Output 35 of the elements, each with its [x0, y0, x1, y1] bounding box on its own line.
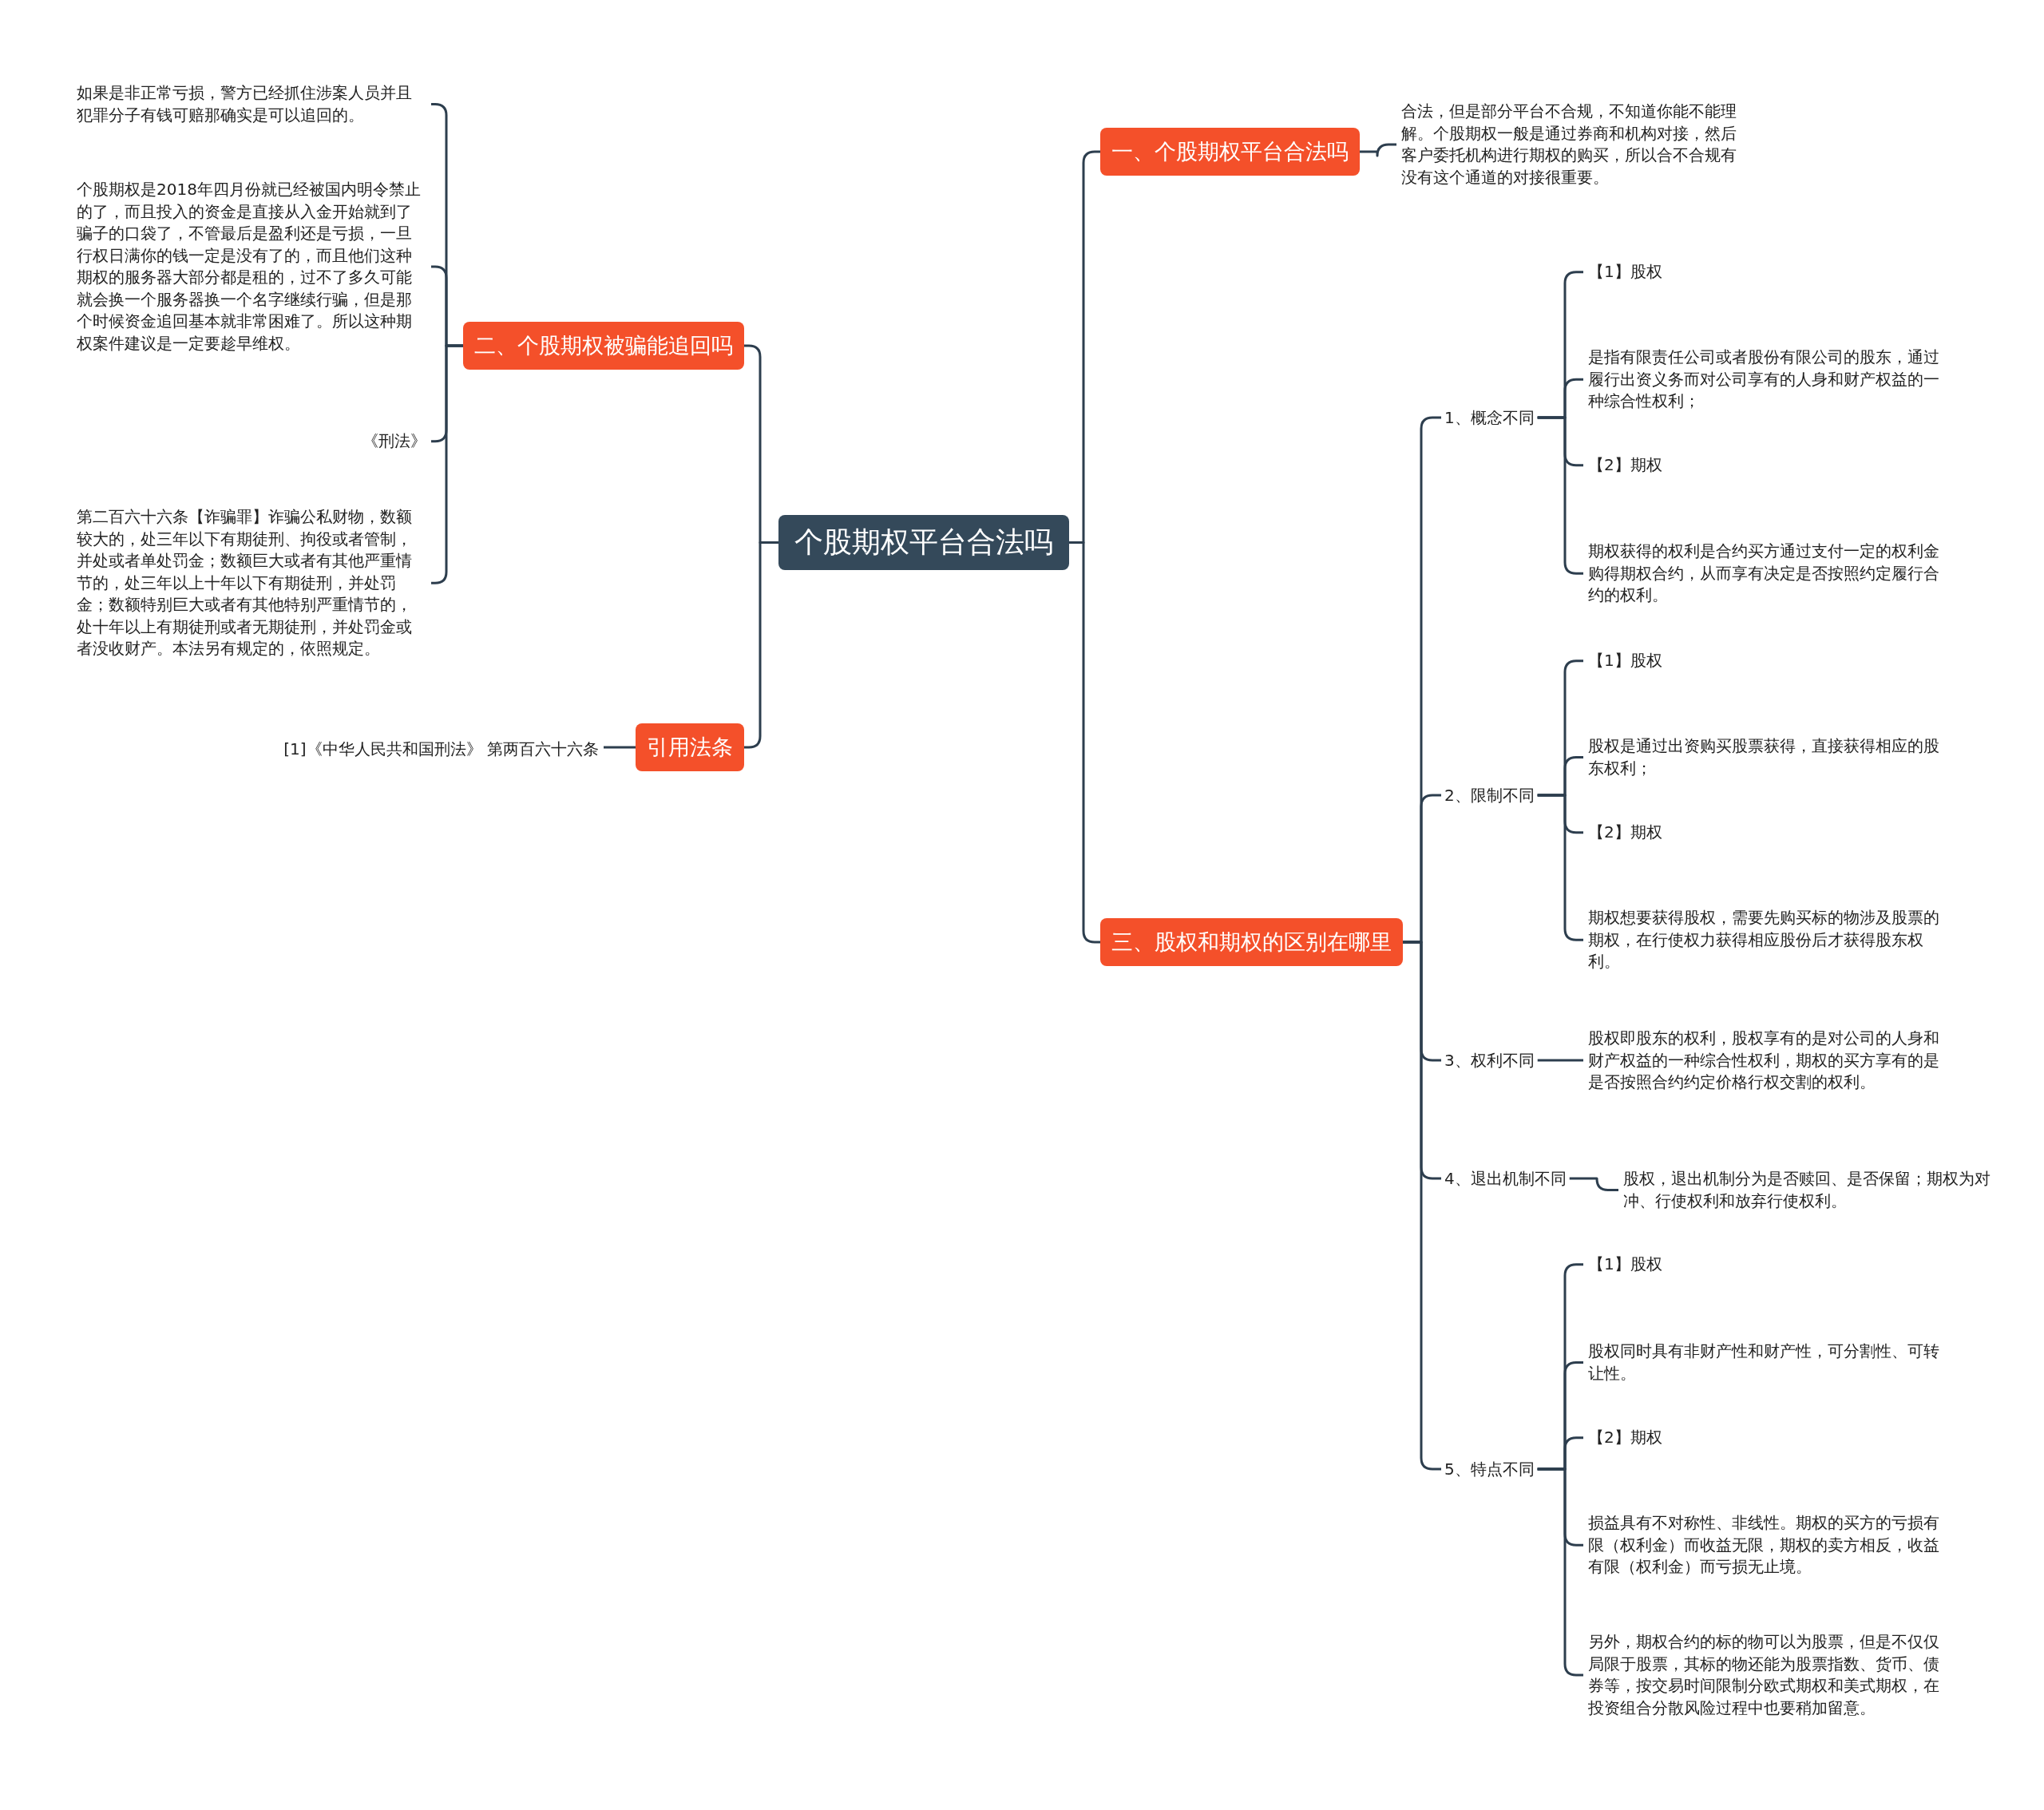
note-text: 【2】期权 [1583, 822, 1951, 844]
subtopic-label: 5、特点不同 [1441, 1458, 1538, 1480]
note-text: 【2】期权 [1583, 1427, 1951, 1449]
connector-line [1569, 1177, 1618, 1191]
note-text: 《刑法》 [72, 430, 431, 453]
branch-topic: 三、股权和期权的区别在哪里 [1100, 918, 1403, 966]
connector-line [1360, 143, 1396, 157]
note-text: 另外，期权合约的标的物可以为股票，但是不仅仅局限于股票，其标的物还能为股票指数、货币、债券等，按交易时间限制分欧式期权和美式期权，在投资组合分散风险过程中也要稍加留意。 [1583, 1631, 1951, 1719]
note-text: 【1】股权 [1583, 261, 1951, 283]
subtopic-label: 4、退出机制不同 [1441, 1167, 1570, 1190]
note-text: 【2】期权 [1583, 454, 1951, 477]
note-text: 【1】股权 [1583, 1254, 1951, 1276]
central-topic: 个股期权平台合法吗 [778, 515, 1069, 570]
branch-topic: 二、个股期权被骗能追回吗 [463, 322, 744, 370]
subtopic-label: 2、限制不同 [1441, 784, 1538, 806]
branch-topic: 一、个股期权平台合法吗 [1100, 128, 1360, 176]
subtopic-label: 1、概念不同 [1441, 406, 1538, 429]
note-text: 股权，退出机制分为是否赎回、是否保留；期权为对冲、行使权利和放弃行使权利。 [1618, 1168, 2018, 1212]
note-text: [1]《中华人民共和国刑法》 第两百六十六条 [279, 739, 604, 761]
branch-topic: 引用法条 [636, 723, 744, 771]
note-text: 第二百六十六条【诈骗罪】诈骗公私财物，数额较大的，处三年以下有期徒刑、拘役或者管制，并处或者单处罚金；数额巨大或者有其他严重情节的，处三年以上十年以下有期徒刑，并处罚金；数额特别巨大或者有其他特别严重情节的，处十年以上有期徒刑或者无期徒刑，并处罚金或者没收财产。本法另有规定的，依照规定。 [72, 506, 431, 660]
note-text: 个股期权是2018年四月份就已经被国内明令禁止的了，而且投入的资金是直接从入金开始就到了骗子的口袋了，不管最后是盈利还是亏损，一旦行权日满你的钱一定是没有了的，而且他们这种期权的服务器大部分都是租的，过不了多久可能就会换一个服务器换一个名字继续行骗，但是那个时候资金追回基本就非常困难了。所以这种期权案件建议是一定要趁早维权。 [72, 179, 431, 354]
subtopic-label: 3、权利不同 [1441, 1049, 1538, 1071]
note-text: 股权同时具有非财产性和财产性，可分割性、可转让性。 [1583, 1341, 1951, 1384]
connector-line [604, 746, 636, 749]
note-text: 如果是非正常亏损，警方已经抓住涉案人员并且犯罪分子有钱可赔那确实是可以追回的。 [72, 82, 431, 126]
note-text: 是指有限责任公司或者股份有限公司的股东，通过履行出资义务而对公司享有的人身和财产权益的一种综合性权利； [1583, 347, 1951, 413]
note-text: 合法，但是部分平台不合规，不知道你能不能理解。个股期权一般是通过券商和机构对接，然后客户委托机构进行期权的购买，所以合不合规有没有这个通道的对接很重要。 [1396, 101, 1756, 188]
note-text: 期权想要获得股权，需要先购买标的物涉及股票的期权，在行使权力获得相应股份后才获得股东权利。 [1583, 907, 1951, 973]
note-text: 【1】股权 [1583, 650, 1951, 672]
note-text: 期权获得的权利是合约买方通过支付一定的权利金购得期权合约，从而享有决定是否按照约定履行合约的权利。 [1583, 541, 1951, 607]
note-text: 股权即股东的权利，股权享有的是对公司的人身和财产权益的一种综合性权利，期权的买方享有的是是否按照合约约定价格行权交割的权利。 [1583, 1028, 1951, 1094]
note-text: 损益具有不对称性、非线性。期权的买方的亏损有限（权利金）而收益无限，期权的卖方相反，收益有限（权利金）而亏损无止境。 [1583, 1512, 1951, 1578]
note-text: 股权是通过出资购买股票获得，直接获得相应的股东权利； [1583, 735, 1951, 779]
connector-line [1537, 1059, 1583, 1062]
